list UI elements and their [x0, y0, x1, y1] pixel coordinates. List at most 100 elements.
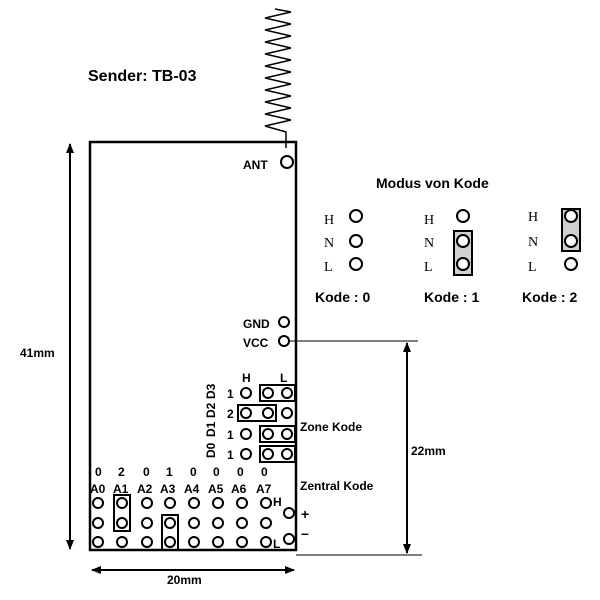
kode-0-group: H N L Kode : 0 [315, 209, 370, 305]
zone-l-label: L [280, 371, 287, 385]
a-pin [236, 536, 248, 548]
kode2-l-label: L [528, 260, 537, 275]
width-dimension-label: 20mm [167, 573, 202, 587]
a-value: 0 [213, 465, 220, 479]
a-value: 0 [190, 465, 197, 479]
a-pin [212, 536, 224, 548]
kode1-pin [456, 234, 470, 248]
a5-label: A5 [208, 482, 224, 496]
zone-pin [262, 428, 274, 440]
kode0-pin [349, 209, 363, 223]
a-value: 0 [237, 465, 244, 479]
zone-pin [262, 407, 274, 419]
a0-label: A0 [90, 482, 106, 496]
zone-value-1: 1 [227, 387, 234, 401]
zone-pin [281, 428, 293, 440]
kode1-pin [456, 257, 470, 271]
a-values: 0 2 0 1 0 0 0 0 [95, 465, 268, 479]
a-value: 0 [261, 465, 268, 479]
kode0-pin [349, 234, 363, 248]
kode1-pin [456, 209, 470, 223]
a-pin [141, 517, 153, 529]
a-pin [260, 497, 272, 509]
a-pin [188, 517, 200, 529]
kode0-label: Kode : 0 [315, 289, 370, 305]
kode2-label: Kode : 2 [522, 289, 577, 305]
a-pin [92, 536, 104, 548]
a-pin [116, 497, 128, 509]
a-value: 2 [118, 465, 125, 479]
kode1-l-label: L [424, 260, 433, 275]
a6-label: A6 [231, 482, 247, 496]
a-pin [236, 497, 248, 509]
zone-pin [281, 387, 293, 399]
a-pin [212, 497, 224, 509]
zone-pin [240, 448, 252, 460]
kode1-h-label: H [424, 213, 434, 228]
vcc-label: VCC [243, 336, 269, 350]
minus-sign: – [301, 525, 309, 541]
zone-pin [262, 387, 274, 399]
zone-pin [262, 448, 274, 460]
zone-pin [240, 407, 252, 419]
a1-label: A1 [113, 482, 129, 496]
a7-label: A7 [256, 482, 272, 496]
kode2-n-label: N [528, 235, 538, 250]
zone-value-2: 2 [227, 407, 234, 421]
side-h-pin [283, 507, 295, 519]
antenna-coil [264, 8, 292, 148]
ant-label: ANT [243, 158, 268, 172]
a-pin-grid [92, 497, 272, 548]
kode2-pin [564, 234, 578, 248]
kode0-pin [349, 257, 363, 271]
kode-1-group: H N L Kode : 1 [424, 209, 479, 305]
zone-pin [281, 407, 293, 419]
kode0-l-label: L [324, 260, 333, 275]
a-labels: A0 A1 A2 A3 A4 A5 A6 A7 [90, 482, 272, 496]
a-pin [92, 517, 104, 529]
d-labels: D3 D2 D1 D0 [204, 383, 218, 458]
zone-pin [281, 448, 293, 460]
a-pin [116, 536, 128, 548]
a-pin [260, 517, 272, 529]
zone-jumper-row1 [259, 384, 296, 402]
a-pin [212, 517, 224, 529]
kode0-n-label: N [324, 236, 334, 251]
a3-jumper [161, 514, 179, 551]
kode2-pin [564, 209, 578, 223]
a-pin [260, 536, 272, 548]
kode2-h-label: H [528, 210, 538, 225]
side-l-label: L [273, 537, 280, 551]
zone-value-4: 1 [227, 448, 234, 462]
diagram-title: Sender: TB-03 [88, 68, 197, 85]
zone-jumper-row4 [259, 445, 296, 463]
vcc-pin [278, 335, 290, 347]
zone-h-label: H [242, 371, 251, 385]
zone-pin [240, 428, 252, 440]
zentral-kode-label: Zentral Kode [300, 479, 374, 493]
a-pin [141, 536, 153, 548]
zone-pin [240, 387, 252, 399]
a-pin [188, 497, 200, 509]
a2-label: A2 [137, 482, 153, 496]
height-dimension-label: 41mm [20, 346, 55, 360]
a-pin [188, 536, 200, 548]
a4-label: A4 [184, 482, 200, 496]
modus-title: Modus von Kode [376, 175, 489, 191]
kode1-label: Kode : 1 [424, 289, 479, 305]
side-h-label: H [273, 495, 282, 509]
plus-sign: + [301, 506, 309, 522]
partial-dimension-label: 22mm [411, 444, 446, 458]
kode2-pin [564, 257, 578, 271]
a3-label: A3 [160, 482, 176, 496]
d3-label: D3 [204, 383, 218, 399]
a-pin [116, 517, 128, 529]
a-value: 1 [166, 465, 173, 479]
ant-pin [280, 155, 294, 169]
a-pin [164, 536, 176, 548]
zone-jumper-row3 [259, 425, 296, 443]
zone-pin-grid [240, 387, 293, 460]
a-pin [236, 517, 248, 529]
kode0-h-label: H [324, 213, 334, 228]
